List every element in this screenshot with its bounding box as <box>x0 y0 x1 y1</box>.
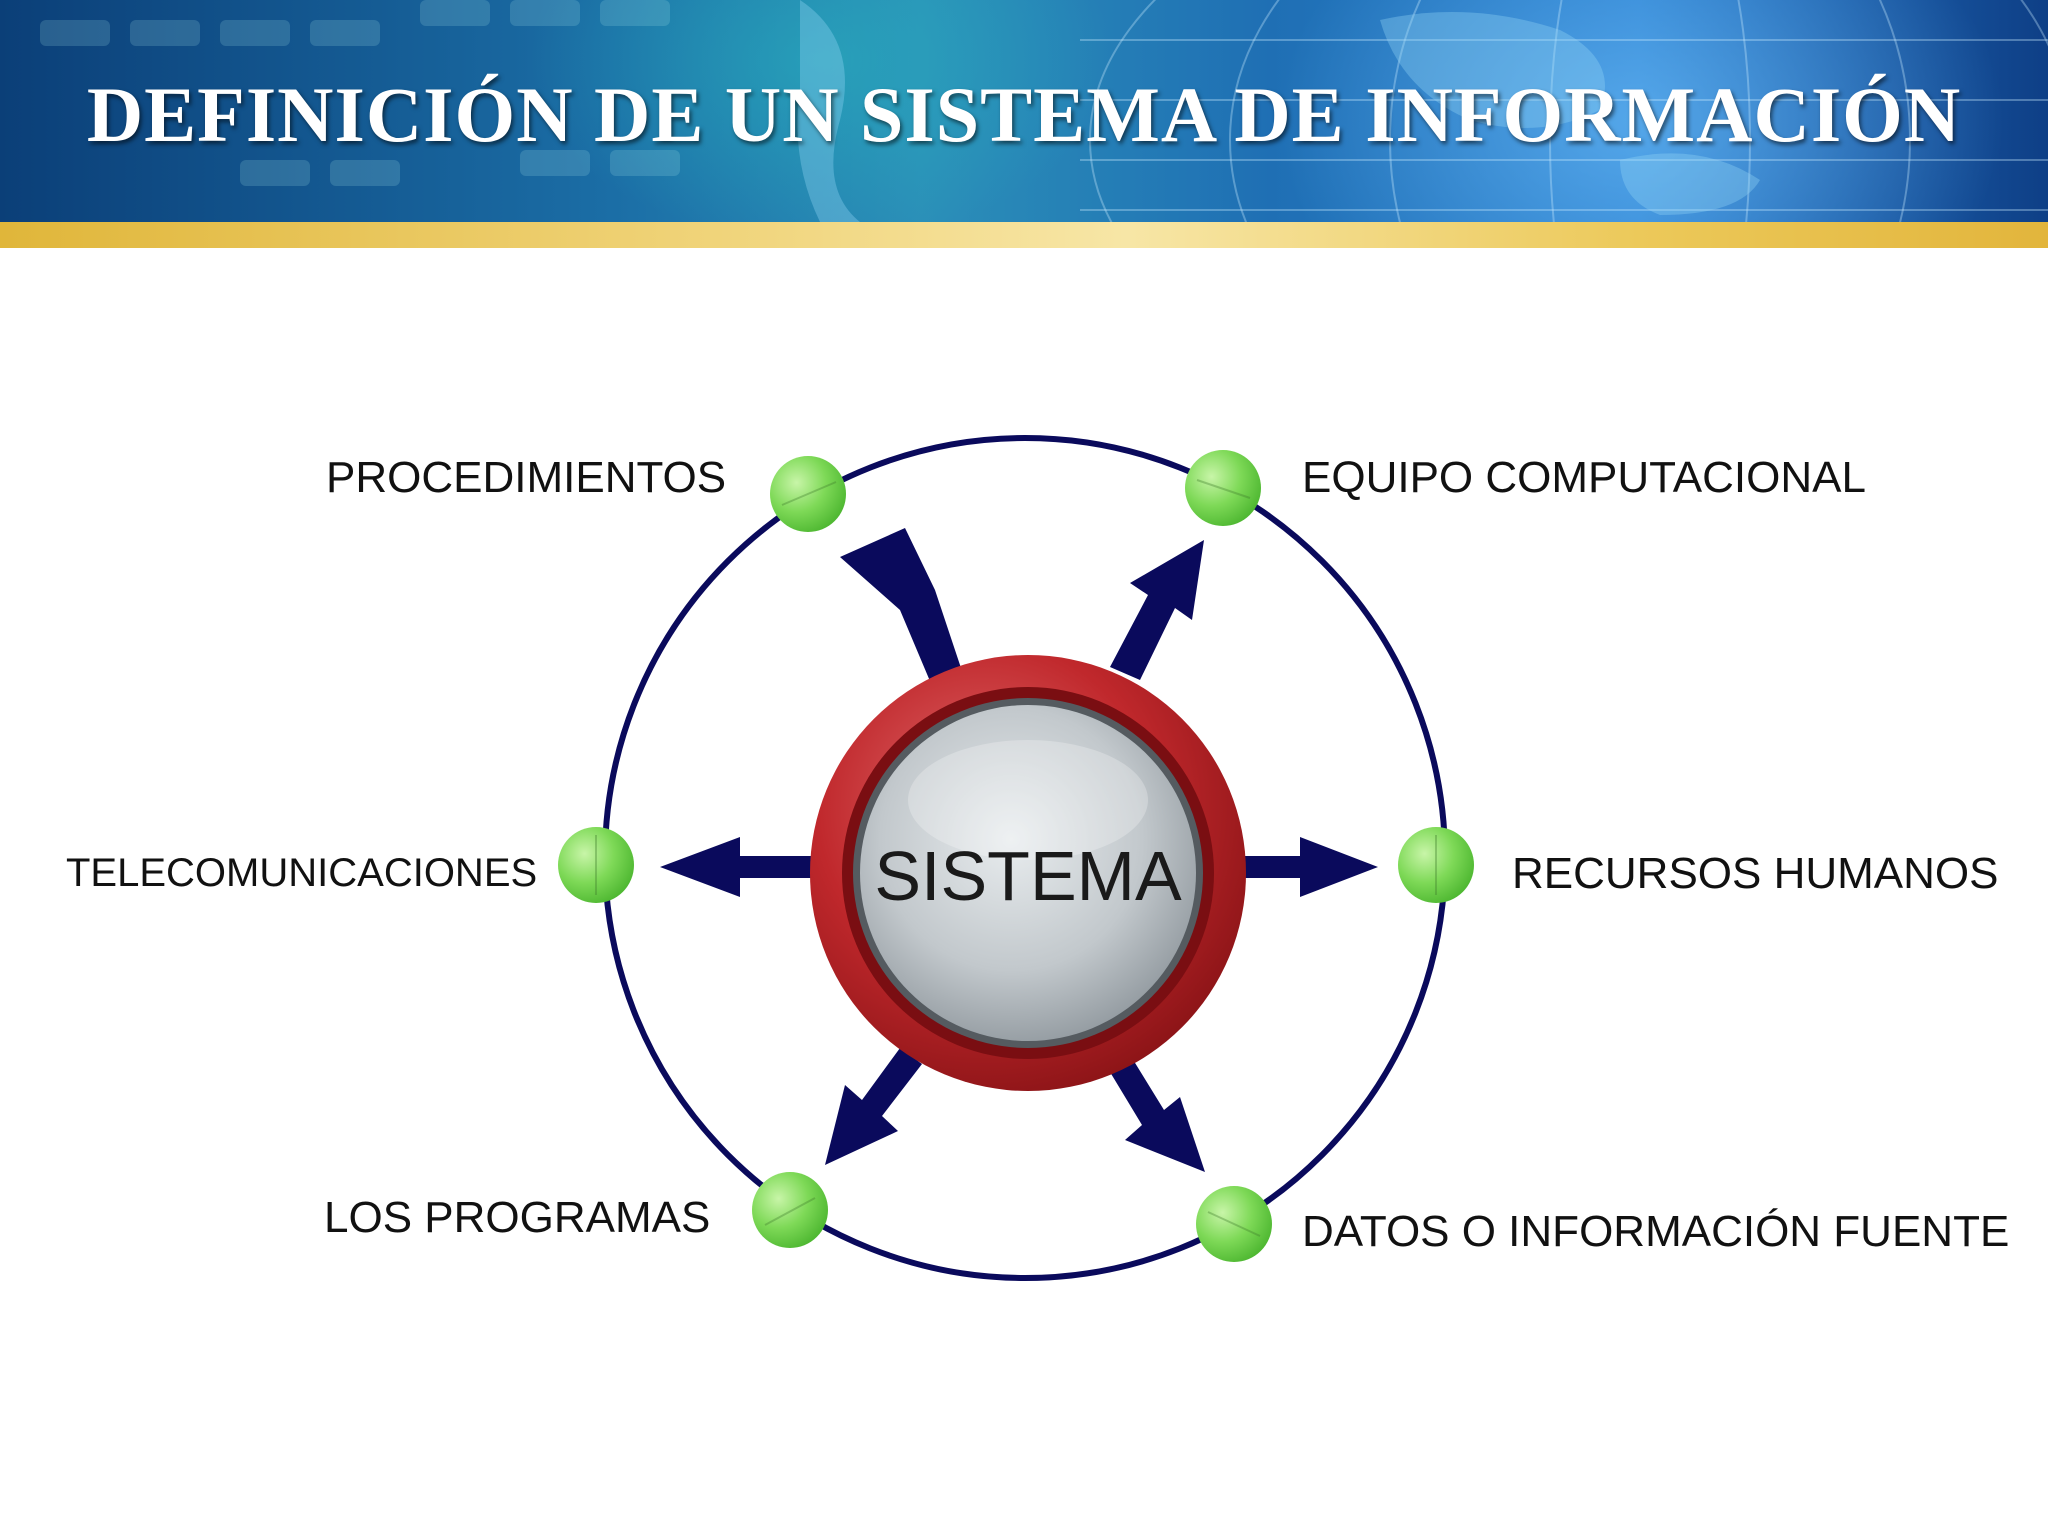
arrow-to-datos-fuente <box>1110 1058 1205 1172</box>
node-recursos-humanos <box>1398 827 1474 903</box>
header-banner: DEFINICIÓN DE UN SISTEMA DE INFORMACIÓN <box>0 0 2048 222</box>
center-label: SISTEMA <box>874 837 1182 915</box>
label-los-programas: LOS PROGRAMAS <box>324 1193 711 1242</box>
label-datos-fuente: DATOS O INFORMACIÓN FUENTE <box>1302 1207 2010 1256</box>
node-telecomunicaciones <box>558 827 634 903</box>
gold-divider-bar <box>0 222 2048 248</box>
label-recursos-humanos: RECURSOS HUMANOS <box>1512 849 1999 898</box>
arrow-to-equipo-computacional <box>1110 540 1204 680</box>
center-system-node: SISTEMA <box>810 655 1246 1091</box>
node-procedimientos <box>770 456 846 532</box>
node-datos-fuente <box>1196 1186 1272 1262</box>
arrow-to-los-programas <box>825 1048 922 1165</box>
arrow-to-procedimientos <box>840 528 965 693</box>
slide-title: DEFINICIÓN DE UN SISTEMA DE INFORMACIÓN <box>86 71 1962 158</box>
arrow-to-telecomunicaciones <box>660 837 815 897</box>
node-los-programas <box>752 1172 828 1248</box>
node-equipo-computacional <box>1185 450 1261 526</box>
label-procedimientos: PROCEDIMIENTOS <box>326 453 727 502</box>
label-equipo-computacional: EQUIPO COMPUTACIONAL <box>1302 453 1866 502</box>
label-telecomunicaciones: TELECOMUNICACIONES <box>66 851 538 895</box>
globe-background-graphic <box>40 0 2048 222</box>
arrow-to-recursos-humanos <box>1240 837 1378 897</box>
